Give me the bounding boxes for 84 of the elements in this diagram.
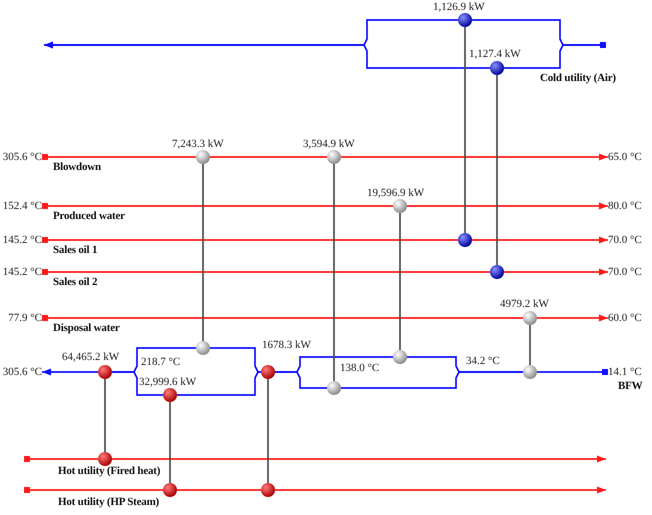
connector-line bbox=[177, 489, 261, 491]
duty-label: 1678.3 kW bbox=[262, 339, 311, 351]
stream-name: Produced water bbox=[53, 210, 125, 222]
connector-line bbox=[333, 164, 335, 381]
stream-name: Blowdown bbox=[53, 161, 101, 173]
temperature-label: 145.2 °C bbox=[2, 234, 42, 246]
temperature-label: 218.7 °C bbox=[141, 356, 180, 368]
exchanger-dot bbox=[98, 452, 112, 466]
connector-line bbox=[24, 456, 98, 462]
arrow bbox=[472, 236, 608, 244]
temperature-label: 80.0 °C bbox=[608, 200, 642, 212]
stream-name: Cold utility (Air) bbox=[540, 72, 616, 84]
exchanger-dot bbox=[393, 199, 407, 213]
exchanger-dot bbox=[196, 341, 210, 355]
arrow bbox=[275, 486, 606, 494]
exchanger-dot bbox=[98, 365, 112, 379]
duty-label: 64,465.2 kW bbox=[62, 351, 120, 363]
exchanger-dot bbox=[523, 311, 537, 325]
arrow bbox=[42, 368, 98, 376]
connector-line bbox=[464, 27, 466, 233]
connector-line bbox=[210, 347, 261, 373]
connector-line bbox=[529, 325, 531, 365]
duty-label: 1,126.9 kW bbox=[433, 1, 485, 13]
connector-line bbox=[112, 371, 163, 396]
exchanger-dot bbox=[327, 150, 341, 164]
connector-line bbox=[42, 269, 490, 275]
connector-line bbox=[42, 315, 523, 321]
exchanger-dot bbox=[458, 13, 472, 27]
exchanger-dot bbox=[327, 381, 341, 395]
connector-line bbox=[177, 371, 261, 396]
arrow bbox=[504, 268, 608, 276]
connector-line bbox=[202, 164, 204, 341]
connector-line bbox=[42, 154, 196, 160]
exchanger-dot bbox=[490, 265, 504, 279]
duty-label: 3,594.9 kW bbox=[303, 138, 355, 150]
duty-label: 32,999.6 kW bbox=[139, 376, 196, 388]
exchanger-dot bbox=[490, 61, 504, 75]
temperature-label: 152.4 °C bbox=[2, 200, 42, 212]
connector-line bbox=[104, 379, 106, 452]
temperature-label: 34.2 °C bbox=[466, 355, 500, 367]
temperature-label: 145.2 °C bbox=[2, 266, 42, 278]
duty-label: 19,596.9 kW bbox=[367, 187, 424, 199]
connector-line bbox=[341, 371, 523, 389]
stream-name: BFW bbox=[618, 380, 642, 392]
arrow bbox=[537, 314, 608, 322]
arrow bbox=[407, 202, 608, 210]
stream-name: Sales oil 1 bbox=[53, 244, 98, 256]
exchanger-dot bbox=[458, 233, 472, 247]
arrow bbox=[112, 456, 606, 462]
connector-line bbox=[24, 487, 163, 493]
temperature-label: 65.0 °C bbox=[608, 151, 642, 163]
connector-line bbox=[399, 213, 401, 350]
exchanger-dot bbox=[163, 388, 177, 402]
arrow bbox=[341, 154, 608, 160]
temperature-label: 77.9 °C bbox=[8, 312, 42, 324]
duty-label: 1,127.4 kW bbox=[469, 48, 521, 60]
temperature-label: 14.1 °C bbox=[608, 366, 642, 378]
connector-line bbox=[169, 402, 171, 483]
exchanger-dot bbox=[523, 365, 537, 379]
temperature-label: 138.0 °C bbox=[340, 362, 380, 374]
temperature-label: 305.6 °C bbox=[2, 366, 42, 378]
connector-line bbox=[537, 369, 608, 375]
connector-line bbox=[42, 237, 458, 243]
stream-name: Disposal water bbox=[53, 322, 120, 334]
stream-name: Hot utility (HP Steam) bbox=[58, 496, 160, 508]
arrow bbox=[44, 42, 490, 69]
connector-line bbox=[42, 203, 393, 209]
exchanger-dot bbox=[163, 483, 177, 497]
duty-label: 7,243.3 kW bbox=[172, 138, 224, 150]
temperature-label: 70.0 °C bbox=[608, 234, 642, 246]
connector-line bbox=[275, 371, 327, 389]
temperature-label: 60.0 °C bbox=[608, 312, 642, 324]
stream-name: Hot utility (Fired heat) bbox=[58, 465, 160, 477]
exchanger-dot bbox=[261, 365, 275, 379]
duty-label: 4979.2 kW bbox=[500, 298, 549, 310]
temperature-label: 70.0 °C bbox=[608, 266, 642, 278]
stream-name: Sales oil 2 bbox=[53, 276, 98, 288]
exchanger-dot bbox=[393, 350, 407, 364]
temperature-label: 305.6 °C bbox=[2, 151, 42, 163]
connector-line bbox=[267, 379, 269, 483]
exchanger-dot bbox=[196, 150, 210, 164]
connector-line bbox=[496, 75, 498, 265]
exchanger-dot bbox=[261, 483, 275, 497]
connector-line bbox=[210, 156, 327, 158]
